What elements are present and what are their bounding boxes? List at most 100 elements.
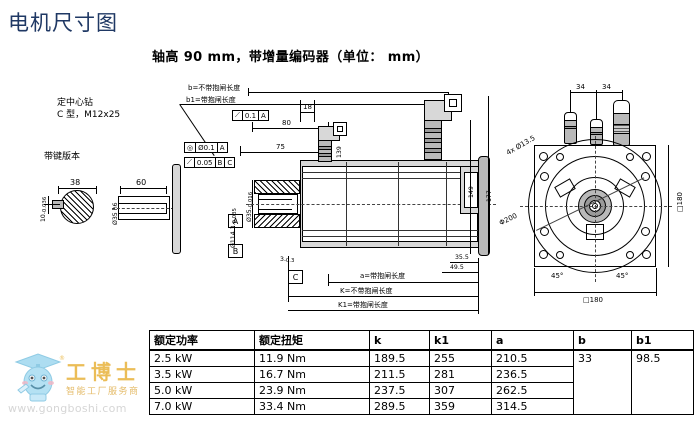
connector-rib-5 [424,148,442,153]
key-width-ext-right [96,186,97,194]
cell-b1: 98.5 [631,349,694,415]
dim18-ext-right [314,100,315,122]
gdt-concentricity: ◎ Ø0.1 A [184,142,228,153]
mount-hole-8 [626,251,634,259]
end-connector-1-rib [564,126,577,129]
body-rib-3 [302,178,478,179]
body-seam-1 [346,162,347,246]
shaft-section-circle [60,190,94,224]
header-rated-torque: 额定扭矩 [254,330,370,351]
connector-rib-3 [424,128,442,133]
dim-square-side: □180 [583,296,603,304]
k1-dim-line [288,310,478,311]
gdt-symbol-concentricity: ◎ [185,143,197,152]
height-dim-line [668,145,669,267]
drawing-subtitle: 轴高 90 mm，带增量编码器（单位： mm） [152,50,430,65]
dim-34-right: 34 [602,83,611,91]
shaft-len-dim-line [120,188,166,189]
header-b1: b1 [631,330,694,351]
dim-34-left: 34 [576,83,585,91]
dim-80: 80 [282,119,291,127]
dim-139: 139 [336,146,343,158]
cell-power: 3.5 kW [149,366,255,383]
cell-k: 189.5 [369,349,430,367]
dim-shaft-dia: Ø35 h6 [112,202,119,225]
cell-torque: 16.7 Nm [254,366,370,383]
note-a: a=带抱闸长度 [358,272,408,280]
header-k: k [369,330,430,351]
dim34-ext-left [570,90,571,130]
dim-pcd: Φ200 [498,211,519,228]
gdt-runout-top: ⟋ 0.1 A [232,110,269,121]
watermark-url: www.gongboshi.com [8,402,127,415]
cell-k: 289.5 [369,398,430,415]
dim34-ext-mid [596,90,597,142]
gdt-symbol-runout: ⟋ [233,111,243,120]
mascot-logo-icon: ® [14,353,65,402]
datum-b-box: B [228,244,243,258]
k-ext-left [288,256,289,302]
table-row: 7.0 kW 33.4 Nm 289.5 359 314.5 [149,398,694,415]
shaft-len-ext-left [120,186,121,194]
dim80-line [252,128,328,129]
body-seam-2 [398,162,399,246]
cell-k1: 359 [429,398,492,415]
shaft-len-ext-right [166,186,167,194]
header-rated-power: 额定功率 [149,330,255,351]
watermark: ® 工博士 智能工厂服务商 www.gongboshi.com [4,348,154,432]
end-connector-3-cap [613,100,630,114]
cell-power: 2.5 kW [149,349,255,367]
thread-hole-1 [539,152,548,161]
dim-49-5: 49.5 [450,264,464,271]
connector-cap-1 [333,122,347,136]
datum-a-box: A [228,214,243,228]
connector-rib-2 [318,153,332,157]
end-connector-2-cap [590,119,603,128]
bore-line-top [258,199,292,200]
end-connector-2-rib [590,132,603,135]
table-row: 2.5 kW 11.9 Nm 189.5 255 210.5 33 98.5 [149,349,694,415]
cell-k: 211.5 [369,366,430,383]
header-b: b [573,330,632,351]
terminal-housing-inner [464,172,478,208]
watermark-tagline: 智能工厂服务商 [66,387,140,397]
width-ext-left [534,268,535,296]
dim-holes: 4x Ø13.5 [505,134,537,157]
mount-hole-5 [556,153,564,161]
body-seam-3 [446,162,447,246]
connector-rib-1 [318,146,332,150]
note-k: K=不带抱闸长度 [338,287,395,295]
note-b1: b1=带抱闸长度 [186,96,236,104]
mount-hole-4 [641,227,650,236]
gdt-datum: A [261,111,266,120]
flange-section-top [254,180,300,194]
end-centerline-v [595,136,596,282]
note-k1: K1=带抱闸长度 [336,301,390,309]
dim-35-5: 35.5 [455,254,469,261]
cell-power: 7.0 kW [149,398,255,415]
cell-k1: 281 [429,366,492,383]
cell-power: 5.0 kW [149,382,255,399]
header-a: a [491,330,574,351]
key-width-dim-line [58,188,96,189]
body-rib-4 [302,230,478,231]
keyed-version-note: 带键版本 [44,152,81,162]
dim-3: 3-0.3 [280,256,295,264]
a-ext-left [328,274,329,286]
ratings-table: 额定功率 额定扭矩 k k1 a b b1 2.5 kW 11.9 Nm 189… [149,330,694,415]
dim-177: 177 [486,190,493,202]
cell-a: 314.5 [491,398,574,415]
gdt-tolerance: 0.1 [243,111,260,120]
watermark-brand: 工博士 [66,360,141,384]
dim-149: 149 [468,186,475,198]
gdt-tolerance: Ø0.1 [196,143,218,152]
cell-k1: 307 [429,382,492,399]
connector-port-2 [449,99,457,107]
motor-centerline [246,204,496,205]
cell-k1: 255 [429,349,492,367]
dim-key-depth: 10-0.036 [40,196,48,222]
flange-profile [172,164,181,254]
connector-cap-2 [444,94,462,112]
cell-torque: 33.4 Nm [254,398,370,415]
cell-b: 33 [573,349,632,415]
